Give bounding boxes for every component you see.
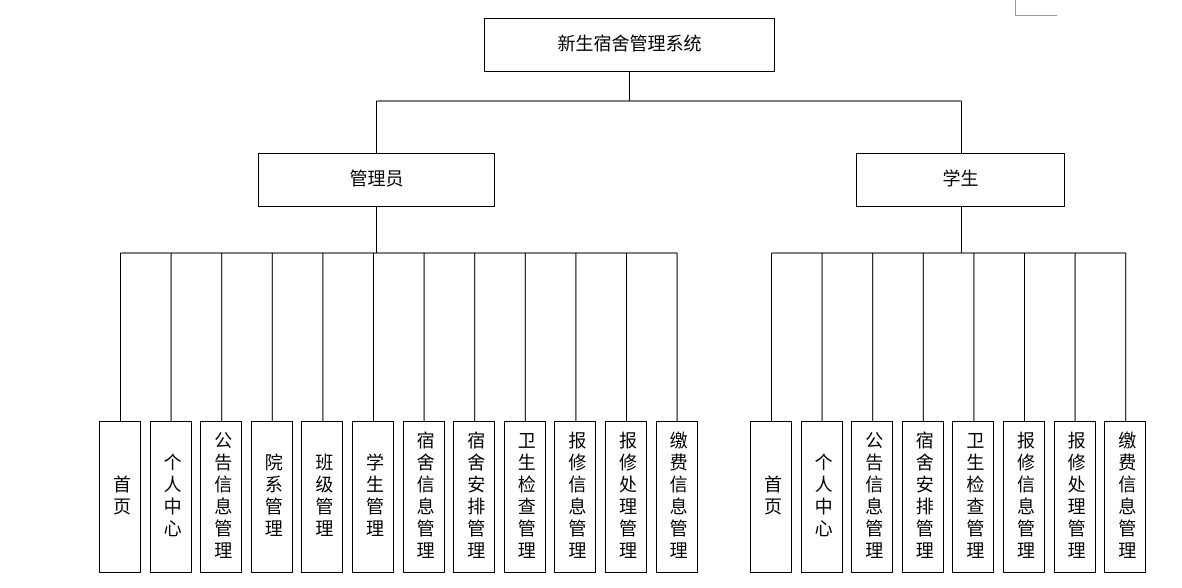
leaf-node: 学生管理: [352, 421, 394, 573]
leaf-node-label: 学生管理: [363, 453, 384, 541]
leaf-node: 缴费信息管理: [1104, 421, 1147, 573]
root-node: 新生宿舍管理系统: [484, 18, 775, 72]
leaf-node: 宿舍信息管理: [402, 421, 445, 573]
leaf-node-label: 报修处理管理: [616, 431, 637, 563]
root-node-label: 新生宿舍管理系统: [557, 34, 702, 55]
leaf-node: 报修处理管理: [1053, 421, 1096, 573]
leaf-node-label: 宿舍安排管理: [464, 431, 486, 563]
leaf-node: 宿舍安排管理: [901, 421, 944, 573]
leaf-node: 首页: [99, 421, 141, 573]
leaf-node-label: 宿舍安排管理: [912, 431, 934, 563]
branch-node-label: 学生: [942, 169, 979, 190]
leaf-node: 卫生检查管理: [503, 421, 546, 573]
leaf-node: 个人中心: [800, 421, 843, 573]
leaf-node: 报修信息管理: [1003, 421, 1045, 573]
leaf-node-label: 院系管理: [261, 453, 283, 541]
leaf-node-label: 宿舍信息管理: [413, 431, 435, 563]
leaf-node-label: 首页: [110, 475, 131, 519]
branch-node-admin: 管理员: [258, 153, 495, 207]
corner-mark: [1015, 0, 1057, 16]
leaf-node-label: 缴费信息管理: [1115, 431, 1137, 563]
leaf-node-label: 个人中心: [160, 453, 182, 541]
leaf-node: 缴费信息管理: [655, 421, 698, 573]
leaf-node: 班级管理: [301, 421, 344, 573]
branch-node-label: 管理员: [349, 169, 404, 190]
leaf-node: 卫生检查管理: [952, 421, 995, 573]
leaf-node: 院系管理: [250, 421, 293, 573]
leaf-node-label: 卫生检查管理: [514, 431, 536, 563]
leaf-node-label: 报修信息管理: [565, 431, 587, 563]
leaf-node: 报修处理管理: [605, 421, 647, 573]
leaf-node-label: 个人中心: [811, 453, 833, 541]
leaf-node: 报修信息管理: [554, 421, 597, 573]
leaf-node: 首页: [750, 421, 792, 573]
leaf-node: 宿舍安排管理: [453, 421, 496, 573]
leaf-node-label: 缴费信息管理: [666, 431, 688, 563]
leaf-node-label: 班级管理: [312, 453, 334, 541]
leaf-node: 个人中心: [149, 421, 192, 573]
leaf-node: 公告信息管理: [200, 421, 243, 573]
leaf-node-label: 公告信息管理: [211, 431, 233, 563]
leaf-node-label: 报修信息管理: [1014, 431, 1035, 563]
leaf-node-label: 公告信息管理: [862, 431, 884, 563]
leaf-node-label: 首页: [761, 475, 782, 519]
leaf-node-label: 卫生检查管理: [963, 431, 985, 563]
branch-node-student: 学生: [856, 153, 1065, 207]
leaf-node: 公告信息管理: [851, 421, 894, 573]
leaf-node-label: 报修处理管理: [1064, 431, 1086, 563]
